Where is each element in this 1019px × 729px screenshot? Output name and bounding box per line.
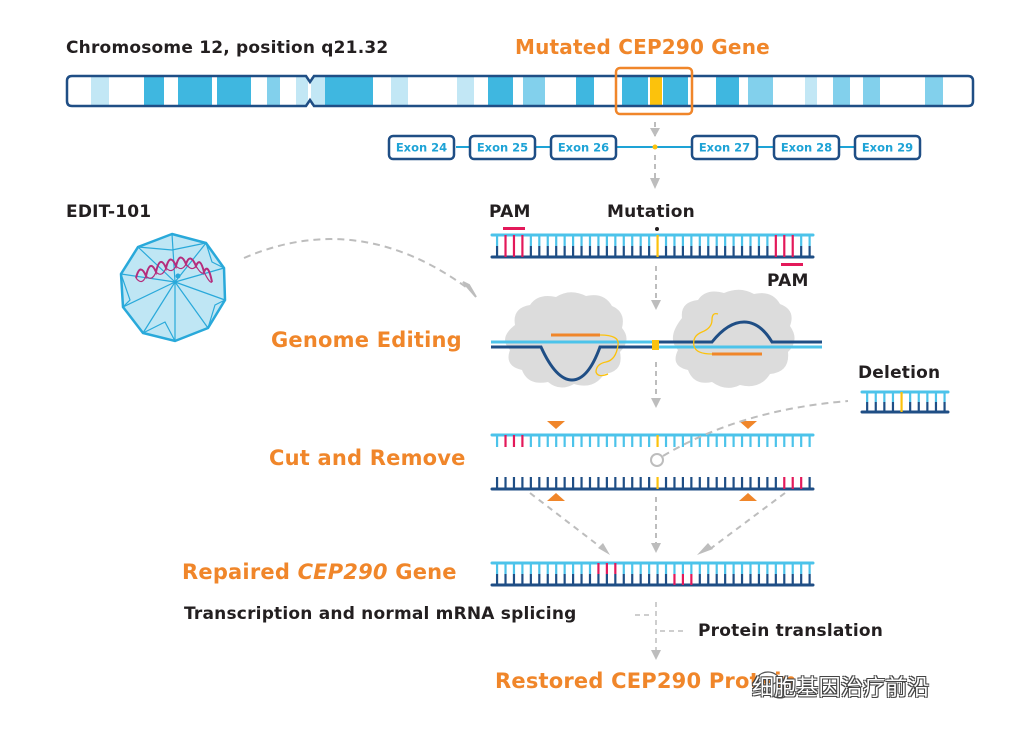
chromosome-band bbox=[523, 77, 545, 105]
repaired-gene-name: CEP290 bbox=[297, 560, 388, 584]
exon-label: Exon 29 bbox=[862, 141, 913, 155]
exon-box: Exon 25 bbox=[468, 134, 537, 161]
repaired-dna-strand bbox=[490, 561, 815, 587]
cas9-editing-complex bbox=[491, 289, 822, 388]
chromosome-band bbox=[144, 77, 164, 105]
mutated-gene-title: Mutated CEP290 Gene bbox=[515, 35, 770, 59]
exon-label: Exon 28 bbox=[781, 141, 832, 155]
cut-strand-bottom bbox=[490, 477, 815, 491]
exon-box-outline bbox=[690, 134, 759, 161]
chromosome-band bbox=[925, 77, 943, 105]
arrow-head bbox=[651, 543, 661, 553]
chromosome-band bbox=[805, 77, 817, 105]
cut-site-marker bbox=[739, 421, 757, 429]
exon-box-outline bbox=[853, 134, 922, 161]
cut-site-marker bbox=[547, 421, 565, 429]
exon-box-outline bbox=[549, 134, 618, 161]
arrow-head bbox=[462, 281, 477, 298]
cut-site-marker bbox=[739, 493, 757, 501]
chromosome-band bbox=[833, 77, 850, 105]
exon-box-outline bbox=[468, 134, 537, 161]
exon-box: Exon 26 bbox=[549, 134, 618, 161]
mutation-label: Mutation bbox=[607, 202, 695, 222]
repaired-suffix: Gene bbox=[387, 560, 457, 584]
chromosome-title: Chromosome 12, position q21.32 bbox=[66, 38, 389, 58]
vector-label: EDIT-101 bbox=[66, 202, 152, 222]
mutation-dot bbox=[652, 144, 658, 150]
exon-box-outline bbox=[387, 134, 456, 161]
cut-site-marker bbox=[547, 493, 565, 501]
cut-strand-top bbox=[490, 433, 815, 447]
exon-label: Exon 24 bbox=[396, 141, 447, 155]
wechat-icon bbox=[755, 671, 791, 699]
exon-box: Exon 24 bbox=[387, 134, 456, 161]
chromosome-outline bbox=[65, 74, 975, 108]
arrow-to-repaired bbox=[709, 492, 786, 550]
removed-segment-circle bbox=[650, 453, 664, 467]
deleted-fragment bbox=[860, 390, 950, 414]
arrow-head bbox=[651, 398, 661, 408]
arrow-head bbox=[650, 178, 660, 189]
arrow-head bbox=[651, 300, 661, 310]
mutation-marker-dot bbox=[655, 227, 659, 231]
chromosome-band bbox=[576, 77, 594, 105]
arrow-head bbox=[651, 650, 661, 660]
cas9-blob-right bbox=[672, 289, 795, 388]
arrow-head bbox=[650, 128, 660, 137]
mutated-dna-strand bbox=[490, 233, 815, 259]
chromosome-band bbox=[267, 77, 280, 105]
pam-label-top: PAM bbox=[489, 202, 531, 222]
watermark-text: 细胞基因治疗前沿 bbox=[752, 676, 930, 701]
step-repaired-gene: Repaired CEP290 Gene bbox=[182, 560, 457, 584]
pam-marker-top bbox=[503, 227, 525, 230]
chromosome-band bbox=[663, 77, 688, 105]
chromosome-band bbox=[488, 77, 513, 105]
exon-box: Exon 27 bbox=[690, 134, 759, 161]
exon-label: Exon 25 bbox=[477, 141, 528, 155]
mutation-highlight-box bbox=[614, 66, 694, 116]
transcription-label: Transcription and normal mRNA splicing bbox=[184, 604, 577, 624]
arrow-deletion-path bbox=[662, 400, 849, 457]
pam-marker-bottom bbox=[781, 263, 803, 266]
chromosome-band bbox=[178, 77, 212, 105]
chromosome-band bbox=[748, 77, 773, 105]
chromosome-band bbox=[311, 77, 325, 105]
chromosome-band bbox=[863, 77, 880, 105]
chromosome-band bbox=[325, 77, 373, 105]
exon-box-outline bbox=[772, 134, 841, 161]
chromosome-band bbox=[391, 77, 408, 105]
exon-box: Exon 28 bbox=[772, 134, 841, 161]
chromosome-band bbox=[716, 77, 739, 105]
step-cut-and-remove: Cut and Remove bbox=[269, 446, 466, 470]
exon-box: Exon 29 bbox=[853, 134, 922, 161]
cas9-blob-left bbox=[505, 292, 627, 388]
chromosome-band bbox=[296, 77, 308, 105]
protein-translation-label: Protein translation bbox=[698, 621, 884, 641]
arrow-head bbox=[598, 543, 610, 555]
exon-label: Exon 27 bbox=[699, 141, 750, 155]
chromosome-band bbox=[457, 77, 474, 105]
chromosome-band bbox=[91, 77, 109, 105]
arrow-to-repaired bbox=[529, 492, 604, 550]
aav-capsid-icon bbox=[119, 232, 227, 343]
pam-label-bottom: PAM bbox=[767, 271, 809, 291]
exon-label: Exon 26 bbox=[558, 141, 609, 155]
arrow-capsid-to-editing bbox=[243, 238, 471, 291]
step-restored-protein: Restored CEP290 Protein bbox=[495, 669, 797, 693]
repaired-prefix: Repaired bbox=[182, 560, 298, 584]
arrow-head bbox=[697, 543, 713, 555]
chromosome-12 bbox=[65, 66, 975, 116]
chromosome-band bbox=[217, 77, 251, 105]
step-genome-editing: Genome Editing bbox=[271, 328, 462, 352]
chromosome-band bbox=[622, 77, 648, 105]
deletion-label: Deletion bbox=[858, 363, 941, 383]
chromosome-band-mutation bbox=[650, 77, 662, 105]
